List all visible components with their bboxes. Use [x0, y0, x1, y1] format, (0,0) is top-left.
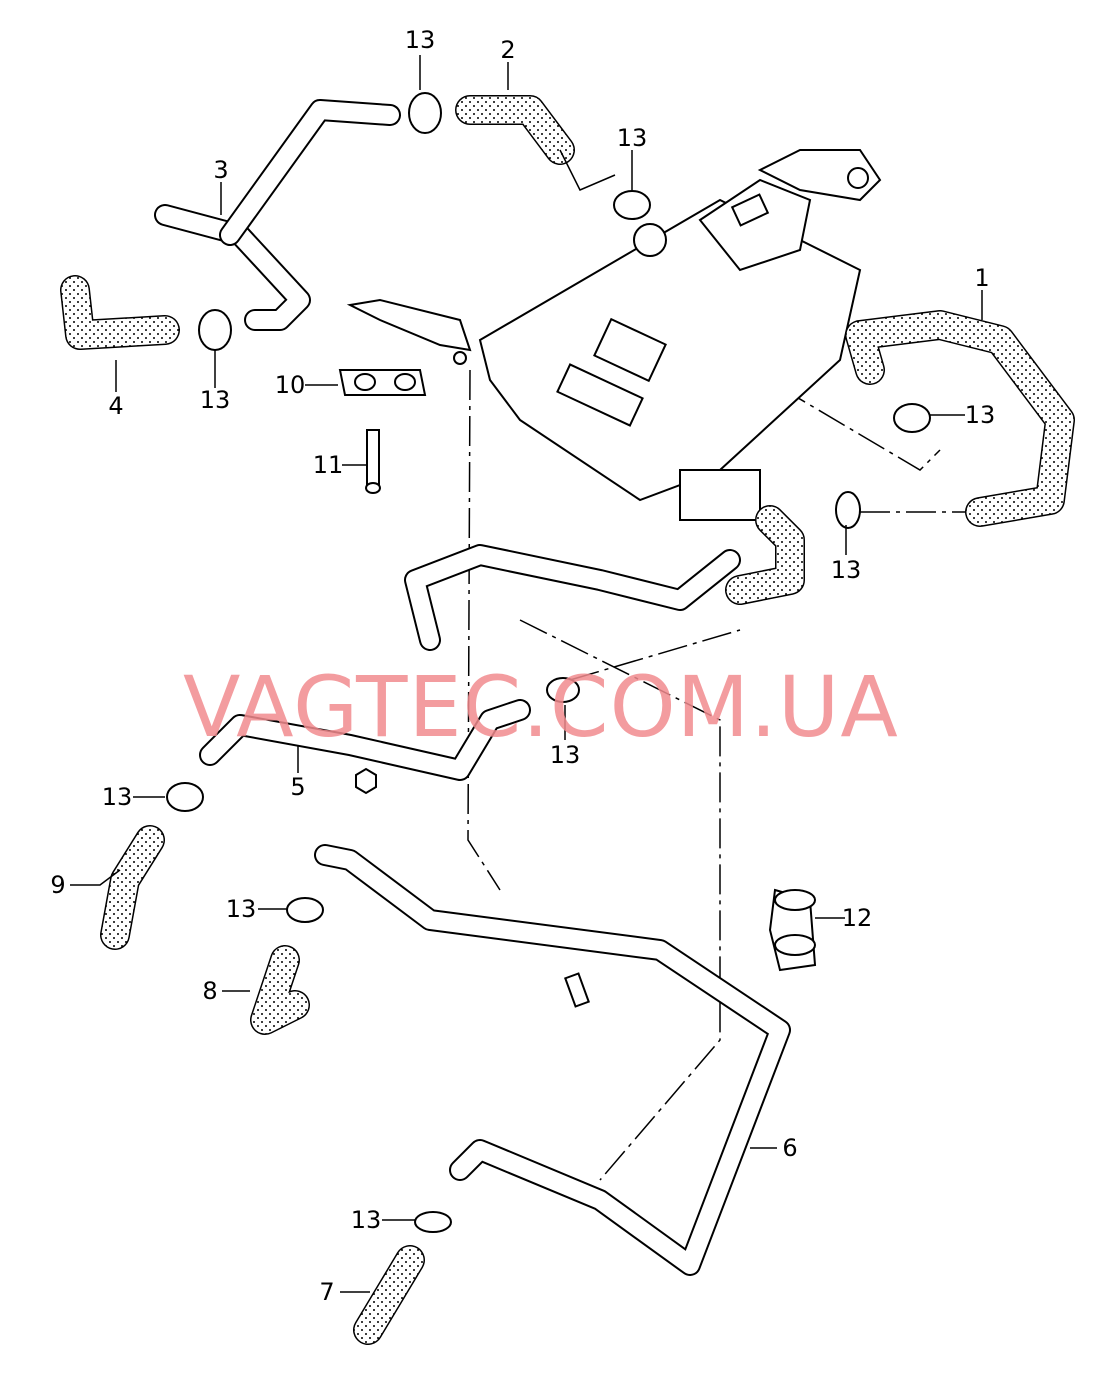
callout-7: 7 — [319, 1278, 334, 1306]
callout-6: 6 — [782, 1134, 797, 1162]
pipe-upper-middle — [404, 544, 741, 651]
clip-10 — [338, 369, 427, 396]
callout-2: 2 — [500, 36, 515, 64]
callout-13: 13 — [405, 26, 436, 54]
hose-9 — [100, 825, 165, 950]
hose-connector-right — [725, 505, 805, 605]
callout-13: 13 — [550, 741, 581, 769]
callout-13: 13 — [226, 895, 257, 923]
hose-7 — [353, 1245, 425, 1345]
callout-10: 10 — [275, 371, 306, 399]
bolt-11 — [365, 429, 381, 494]
pipe-3 — [154, 99, 401, 331]
callout-13: 13 — [617, 124, 648, 152]
callout-9: 9 — [50, 871, 65, 899]
hose-4 — [60, 275, 180, 350]
callout-13: 13 — [351, 1206, 382, 1234]
hose-clamps — [166, 92, 931, 1233]
watermark: VAGTEC.COM.UA — [183, 658, 899, 756]
callout-5: 5 — [290, 773, 305, 801]
callout-12: 12 — [842, 904, 873, 932]
callout-13: 13 — [102, 783, 133, 811]
auxiliary-heater-pump-assembly — [346, 149, 882, 521]
callout-11: 11 — [313, 451, 344, 479]
nut — [355, 767, 377, 795]
leader-lines — [70, 55, 983, 1293]
hose-2 — [455, 95, 575, 165]
callout-3: 3 — [213, 156, 228, 184]
pipe-6 — [314, 844, 791, 1276]
hose-1 — [845, 310, 1075, 527]
callout-4: 4 — [108, 392, 123, 420]
callout-13: 13 — [831, 556, 862, 584]
callout-13: 13 — [200, 386, 231, 414]
pipe-5 — [199, 699, 531, 781]
holder-12 — [768, 888, 817, 972]
callout-13: 13 — [965, 401, 996, 429]
bolt-lower — [564, 972, 590, 1008]
hose-8 — [250, 945, 310, 1035]
callout-1: 1 — [974, 264, 989, 292]
callout-8: 8 — [202, 977, 217, 1005]
